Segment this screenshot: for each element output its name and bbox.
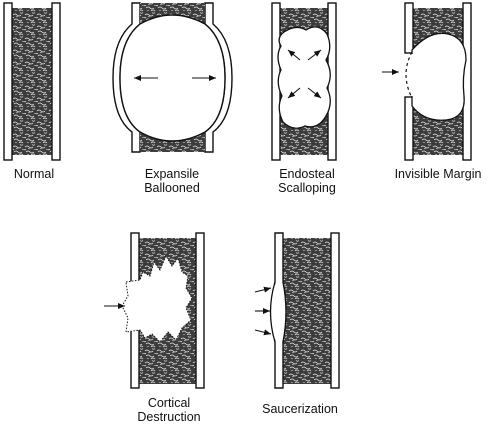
panel-endosteal	[271, 2, 337, 161]
arrow-endosteal-lower-left	[287, 87, 301, 99]
arrow-saucer-upper	[254, 286, 272, 293]
panel-normal	[3, 2, 61, 161]
cortex-right-saucer	[330, 232, 340, 389]
cortex-left-invisible-upper	[404, 2, 414, 54]
label-normal: Normal	[2, 167, 66, 181]
cortex-right-invisible	[462, 2, 472, 161]
marrow-normal	[12, 8, 52, 155]
label-cortical-line-2: Destruction	[137, 410, 201, 424]
label-saucerization: Saucerization	[250, 402, 350, 416]
label-expansile-line-1: Expansile	[144, 167, 200, 181]
label-endosteal-line-1: Endosteal	[279, 167, 335, 181]
label-normal-line-1: Normal	[13, 167, 55, 181]
arrow-endosteal-lower-right	[307, 87, 322, 99]
invisible-gap	[400, 54, 414, 96]
marrow-saucer	[283, 238, 331, 384]
cortex-right-normal	[51, 2, 61, 161]
cortex-left-invisible-lower	[404, 96, 414, 161]
cortex-left-normal	[3, 2, 13, 161]
lesion-invisible	[411, 32, 467, 121]
cortex-right-cortical	[195, 232, 205, 389]
panel-expansile	[112, 2, 233, 153]
arrow-endosteal-upper-left	[287, 49, 301, 61]
label-cortical-line-1: Cortical	[147, 396, 191, 410]
dashed-margin	[405, 51, 413, 99]
cortex-left-cortical-lower	[130, 329, 140, 389]
panel-cortical-destruction	[104, 232, 205, 389]
arrow-endosteal-upper-right	[307, 49, 322, 61]
label-expansile-line-2: Ballooned	[144, 181, 200, 195]
cortex-left-cortical-upper	[130, 232, 140, 284]
label-endosteal: Endosteal Scalloping	[265, 167, 349, 195]
lesion-expansile	[119, 14, 226, 142]
label-invisible-margin: Invisible Margin	[376, 167, 500, 181]
label-expansile: Expansile Ballooned	[130, 167, 214, 195]
panel-invisible-margin	[382, 2, 472, 161]
label-cortical-destruction: Cortical Destruction	[121, 396, 217, 424]
label-saucer-line-1: Saucerization	[262, 402, 338, 416]
lesion-cortical	[121, 254, 193, 343]
arrow-saucer-lower	[254, 329, 272, 336]
label-endosteal-line-2: Scalloping	[278, 181, 336, 195]
saucer-defect	[269, 281, 276, 343]
label-invisible-line-1: Invisible Margin	[394, 167, 482, 181]
lesion-endosteal	[277, 26, 331, 129]
panel-saucerization	[254, 232, 340, 389]
